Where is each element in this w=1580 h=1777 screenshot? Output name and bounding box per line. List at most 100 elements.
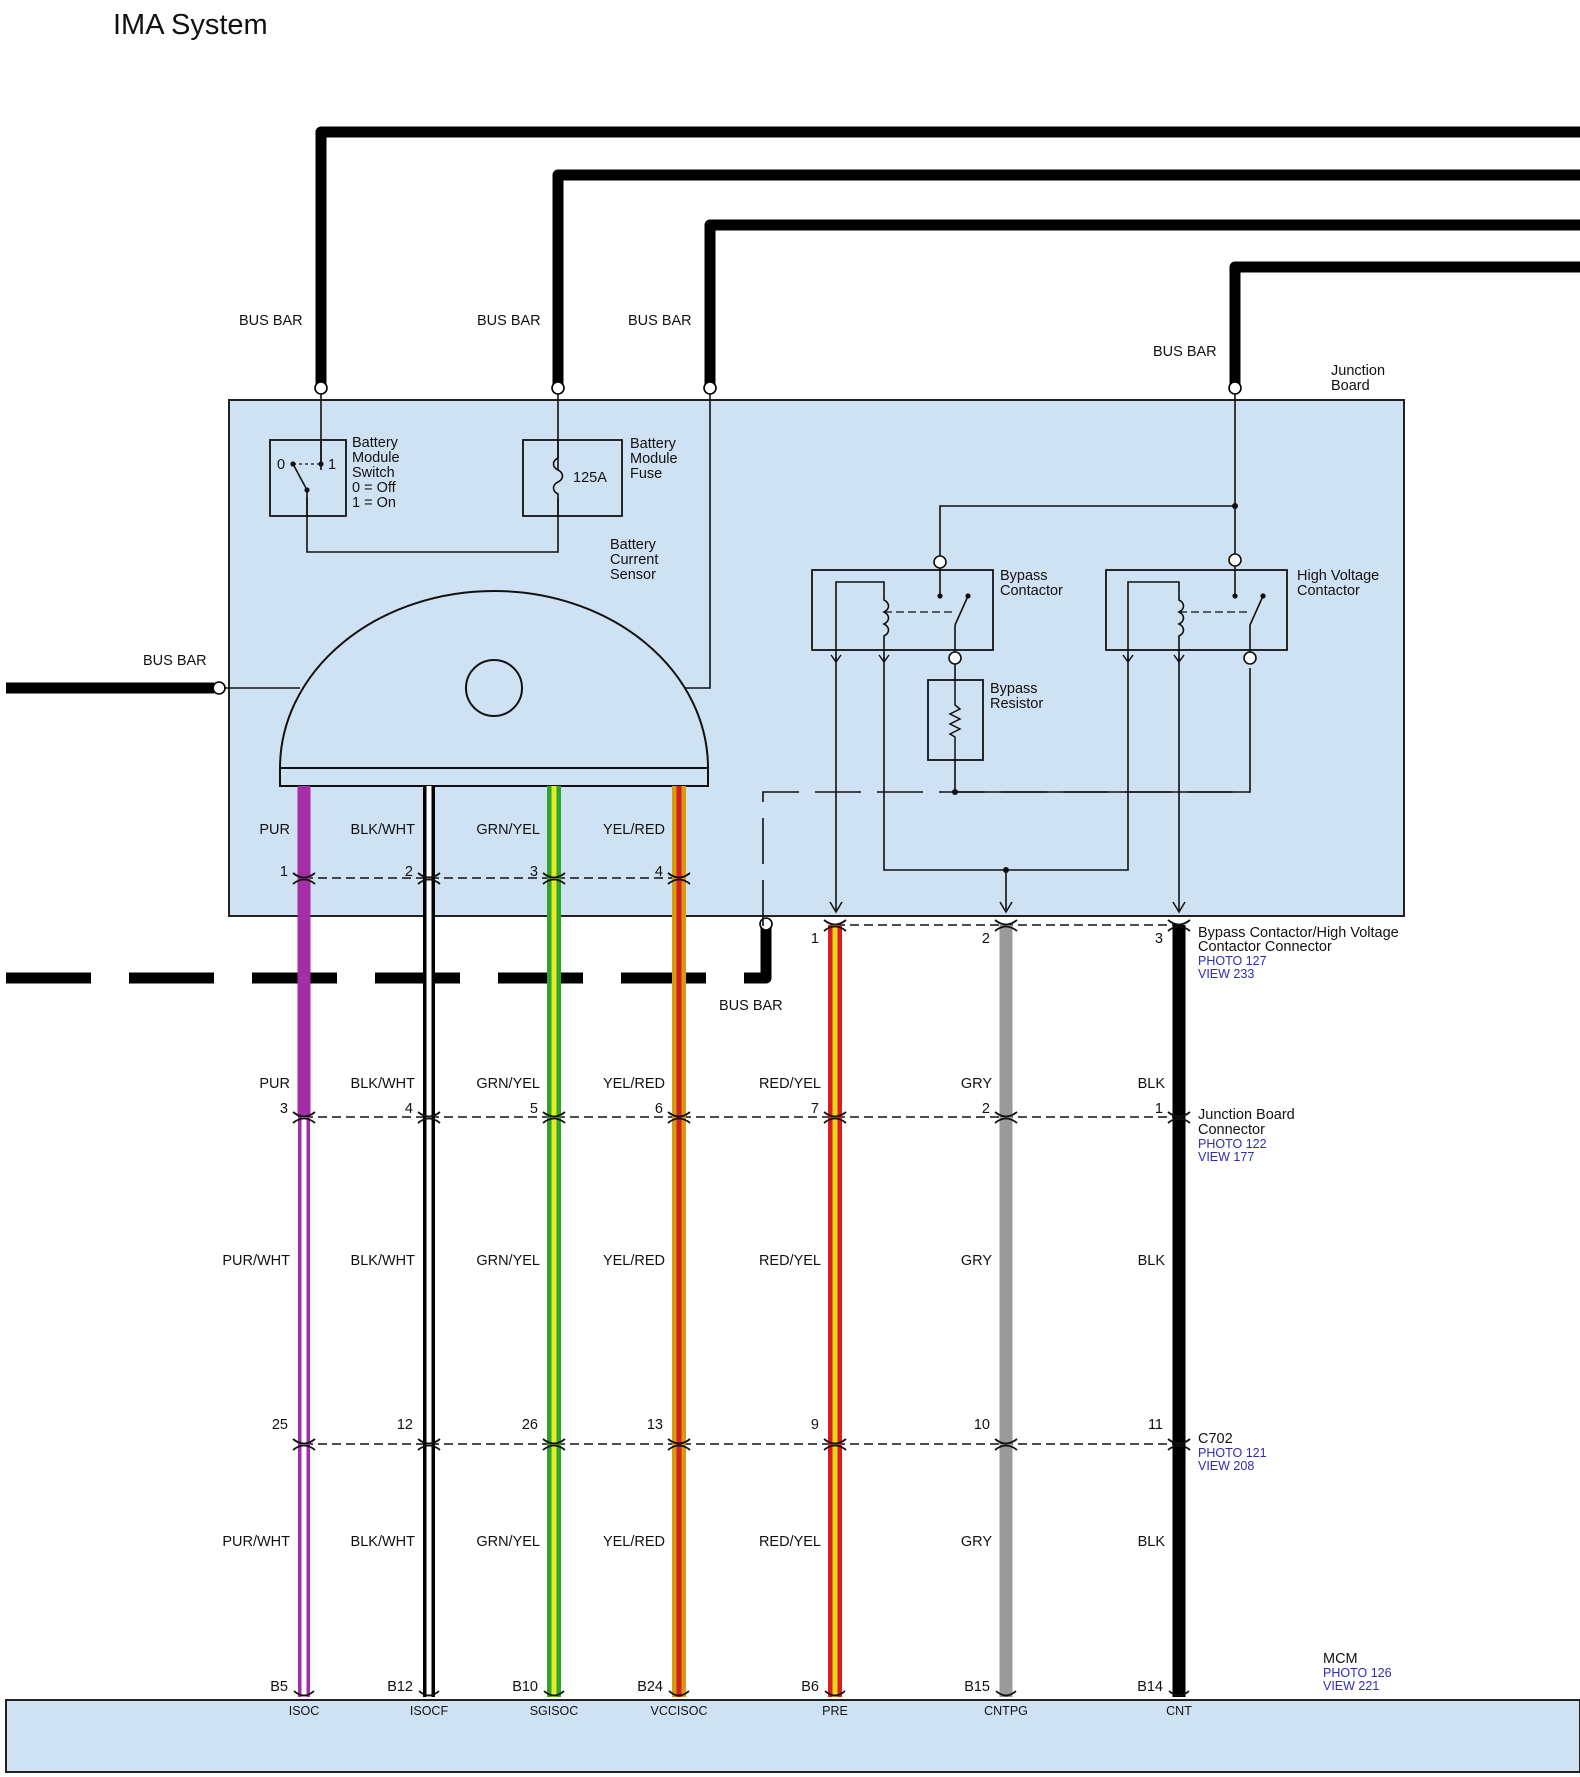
wire-color-label: BLK/WHT [351,1076,416,1092]
wire-color-label: YEL/RED [603,1534,665,1550]
fuse-box [522,439,623,517]
mcm-view-link[interactable]: VIEW 221 [1323,1679,1379,1693]
connector-lines [304,877,1179,1445]
fuse-label-3: Fuse [630,466,662,482]
c702-label: C702 [1198,1431,1233,1447]
bus-bar-2 [552,169,1580,387]
pin-mark [417,1117,441,1124]
mcm-panel [5,1699,1580,1773]
pin-mark [667,878,691,885]
bus-bar-4 [1229,261,1580,387]
pin-number: B6 [801,1679,819,1695]
signal-name: VCCISOC [651,1704,708,1718]
junction-board-label-2: Board [1331,378,1370,394]
signal-name: SGISOC [530,1704,579,1718]
pin-number: 7 [811,1101,819,1117]
battery-module-fuse: 125A [522,439,623,517]
wire-color-label: PUR [259,1076,290,1092]
bypass-resistor-label-2: Resistor [990,696,1043,712]
battery-module-switch: 0 1 [269,439,347,517]
bypass-resistor-label-1: Bypass [990,681,1038,697]
bypass-contactor-label-1: Bypass [1000,568,1048,584]
pin-mark [994,1117,1018,1124]
pin-number: B5 [270,1679,288,1695]
bypass-contactor-box [811,569,994,651]
jb-photo-link[interactable]: PHOTO 122 [1198,1137,1267,1151]
pin-mark [1167,1444,1191,1451]
pin-number: B10 [512,1679,538,1695]
bus-bar-label: BUS BAR [719,998,783,1014]
pin-number: B15 [964,1679,990,1695]
pin-number: 12 [397,1417,413,1433]
bypass-hv-photo-link[interactable]: PHOTO 127 [1198,954,1267,968]
terminal [212,681,226,695]
terminal [314,381,328,395]
junction-dot [1232,503,1238,509]
pin-number: B24 [637,1679,663,1695]
pin-number: 26 [522,1417,538,1433]
pin-number: 6 [655,1101,663,1117]
pin-number: 11 [1148,1417,1163,1433]
pin-mark [542,872,566,879]
pin-number: 3 [1155,931,1163,947]
sensor-base [279,767,709,787]
connector-marks [292,872,1191,1697]
pin-mark [667,1444,691,1451]
wire-color-label: GRN/YEL [476,1253,540,1269]
pin-mark [417,1438,441,1445]
pin-number: 1 [1155,1101,1163,1117]
pin-mark [667,1111,691,1118]
wire-color-label: BLK [1138,1253,1166,1269]
pin-number: 13 [647,1417,663,1433]
pin-mark [542,1444,566,1451]
wire-color-label: GRN/YEL [476,822,540,838]
hv-contactor-box [1105,569,1288,651]
switch-label-5: 1 = On [352,495,396,511]
bus-bar-label: BUS BAR [628,313,692,329]
bypass-hv-connector-label-1: Bypass Contactor/High Voltage [1198,925,1399,941]
wire-color-label: BLK [1138,1534,1166,1550]
pin-mark [543,1690,565,1697]
pin-mark [1167,1438,1191,1445]
wire-color-label: GRN/YEL [476,1534,540,1550]
junction-dot [952,789,958,795]
wire-color-label: BLK [1138,1076,1166,1092]
mcm-photo-link[interactable]: PHOTO 126 [1323,1666,1392,1680]
fuse-label-1: Battery [630,436,677,452]
pin-mark [292,1438,316,1445]
switch-label-4: 0 = Off [352,480,397,496]
pin-number: 9 [811,1417,819,1433]
bypass-hv-view-link[interactable]: VIEW 233 [1198,967,1254,981]
switch-pos-0: 0 [277,457,285,473]
wire-color-label: BLK/WHT [351,1253,416,1269]
fuse-label-2: Module [630,451,678,467]
pin-number: B14 [1137,1679,1163,1695]
junction-dot [1003,867,1009,873]
switch-box [269,439,347,517]
c702-photo-link[interactable]: PHOTO 121 [1198,1446,1267,1460]
pin-mark [542,878,566,885]
pin-mark [823,1438,847,1445]
bus-bars [6,126,1580,984]
bypass-contactor-label-2: Contactor [1000,583,1063,599]
terminal [1228,381,1242,395]
wire-color-label: RED/YEL [759,1534,821,1550]
switch-label-3: Switch [352,465,395,481]
mcm-label: MCM [1323,1651,1358,1667]
pin-mark [994,919,1018,926]
wire-color-label: RED/YEL [759,1076,821,1092]
bus-bar-label: BUS BAR [1153,344,1217,360]
c702-view-link[interactable]: VIEW 208 [1198,1459,1254,1473]
wire-color-label: GRN/YEL [476,1076,540,1092]
fuse-rating: 125A [573,470,607,486]
switch-pos-1: 1 [328,457,336,473]
pin-mark [1167,1111,1191,1118]
bus-bar-6 [6,926,772,984]
terminal [703,381,717,395]
pin-mark [994,1438,1018,1445]
jb-view-link[interactable]: VIEW 177 [1198,1150,1254,1164]
bypass-contactor [811,555,994,665]
wire-color-label: PUR/WHT [222,1253,290,1269]
sensor-label-1: Battery [610,537,657,553]
pin-number: B12 [387,1679,413,1695]
